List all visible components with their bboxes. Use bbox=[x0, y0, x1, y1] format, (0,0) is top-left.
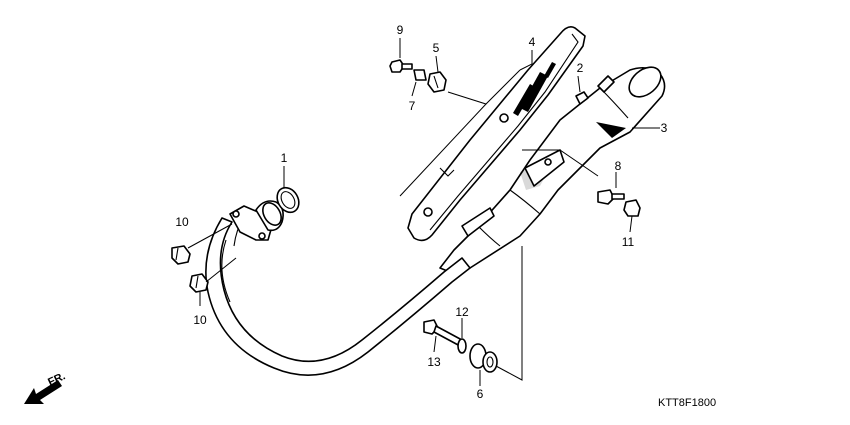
heat-shield bbox=[407, 26, 586, 242]
collar-7 bbox=[413, 69, 427, 81]
gasket bbox=[276, 186, 300, 214]
callout-2: 2 bbox=[577, 61, 584, 75]
callout-7: 7 bbox=[409, 99, 416, 113]
callout-11: 11 bbox=[622, 235, 635, 249]
muffler bbox=[439, 66, 666, 273]
callout-12: 12 bbox=[455, 305, 469, 319]
callout-6: 6 bbox=[477, 387, 484, 401]
callout-13: 13 bbox=[427, 355, 441, 369]
bolt-9 bbox=[389, 59, 413, 73]
washer-2 bbox=[575, 91, 589, 105]
leader-lines bbox=[187, 38, 660, 386]
front-direction-label: FR. bbox=[46, 370, 67, 388]
callout-5: 5 bbox=[433, 41, 440, 55]
exhaust-pipe bbox=[205, 215, 471, 376]
exhaust-nut-upper bbox=[171, 245, 191, 265]
callout-8: 8 bbox=[615, 159, 622, 173]
callout-10-lower: 10 bbox=[193, 313, 207, 327]
bolt-8 bbox=[597, 189, 625, 205]
diagram-code: KTT8F1800 bbox=[658, 397, 716, 409]
callout-10-upper: 10 bbox=[175, 215, 189, 229]
exhaust-flange bbox=[229, 200, 284, 241]
rubber-mount-6 bbox=[469, 343, 498, 373]
washer-12 bbox=[457, 338, 467, 354]
front-direction-arrow: FR. bbox=[24, 370, 67, 404]
callout-1: 1 bbox=[281, 151, 288, 165]
bolt-13 bbox=[423, 319, 463, 347]
callout-4: 4 bbox=[529, 35, 536, 49]
callout-labels: 1 2 3 4 5 6 7 8 9 10 10 11 12 13 bbox=[175, 23, 667, 401]
nut-5 bbox=[427, 71, 447, 93]
exhaust-nut-lower bbox=[189, 273, 209, 293]
nut-11 bbox=[623, 199, 641, 217]
callout-3: 3 bbox=[661, 121, 668, 135]
callout-9: 9 bbox=[397, 23, 404, 37]
